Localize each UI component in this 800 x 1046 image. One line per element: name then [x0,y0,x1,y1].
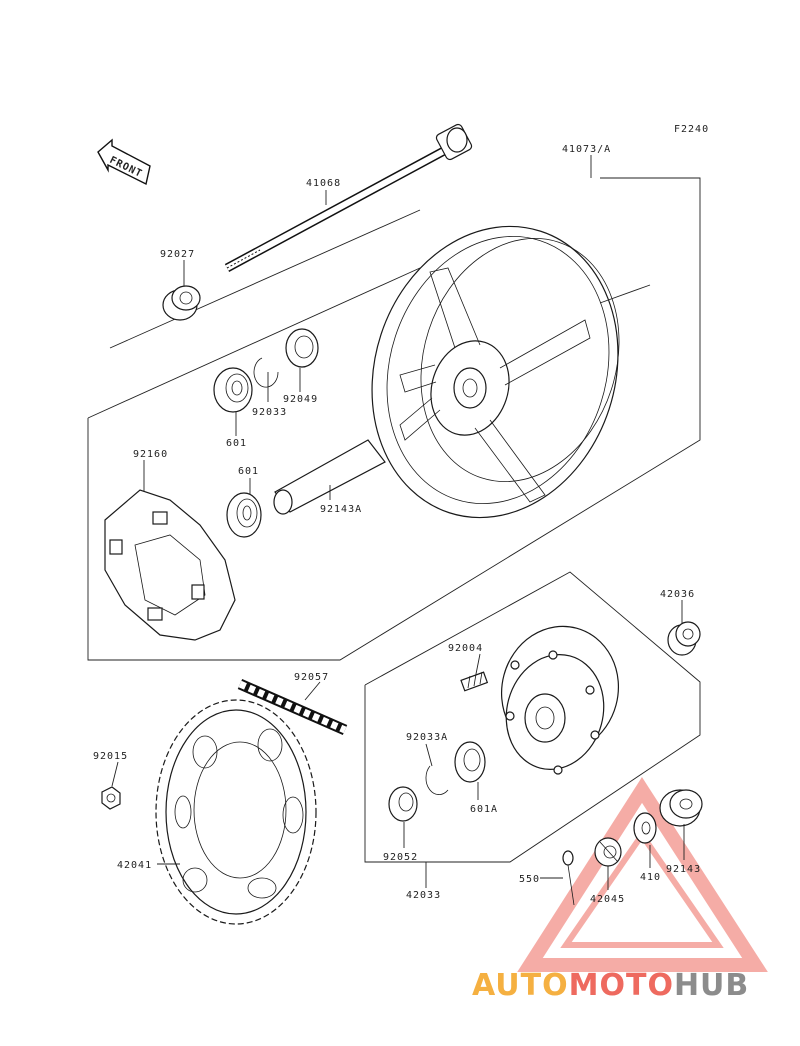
stud-92004 [460,671,489,692]
part-label-92052: 92052 [383,852,418,863]
part-label-42033: 42033 [406,890,441,901]
leader-lines [111,155,685,890]
svg-text:AUTOMOTOHUB: AUTOMOTOHUB [472,968,749,1003]
part-label-41068: 41068 [306,178,341,189]
part-label-92004: 92004 [448,643,483,654]
sprocket-hub [500,625,620,775]
part-label-92033: 92033 [252,407,287,418]
axle-shaft [224,123,473,272]
seal-92052 [388,786,418,822]
watermark-brand: AUTOMOTOHUB [472,968,749,1003]
part-label-92015: 92015 [93,751,128,762]
watermark-triangle-icon [517,777,768,972]
part-label-42036: 42036 [660,589,695,600]
lower-frame [364,571,701,863]
rear-wheel [371,225,651,519]
front-arrow-icon: FRONT [97,138,151,186]
part-label-41073A: 41073/A [562,144,611,155]
spacer-92143A [273,439,386,515]
part-label-92027: 92027 [160,249,195,260]
part-label-601-lower: 601 [238,466,259,477]
drive-chain [237,678,348,736]
collar-92027 [162,285,201,321]
washer-410 [633,812,657,844]
part-label-92057: 92057 [294,672,329,683]
seal-92049 [285,328,319,368]
diagram-code: F2240 [674,124,709,135]
part-label-601-upper: 601 [226,438,247,449]
part-label-42045: 42045 [590,894,625,905]
part-label-550: 550 [519,874,540,885]
collar-92143 [659,789,703,827]
part-label-92143A: 92143A [320,504,362,515]
part-label-92143: 92143 [666,864,701,875]
rear-sprocket [155,699,317,925]
upper-frame [87,177,701,661]
part-label-601A: 601A [470,804,498,815]
watermark-part1: AUTO [472,968,569,1003]
watermark-part3: HUB [674,968,749,1003]
circlip-92033 [253,357,279,388]
nut-92015 [101,786,121,810]
bearing-601-upper [213,367,253,413]
bearing-601A [454,741,486,783]
axle-nut-42045 [594,837,622,867]
part-label-42041: 42041 [117,860,152,871]
part-label-92033A: 92033A [406,732,448,743]
collar-42036 [667,621,701,656]
part-label-92049: 92049 [283,394,318,405]
part-label-410: 410 [640,872,661,883]
bearing-601-lower [226,492,262,538]
watermark-part2: MOTO [569,968,674,1003]
circlip-92033A [425,765,449,795]
part-label-92160: 92160 [133,449,168,460]
cotter-pin-550 [562,850,575,906]
hub-damper [104,489,236,641]
